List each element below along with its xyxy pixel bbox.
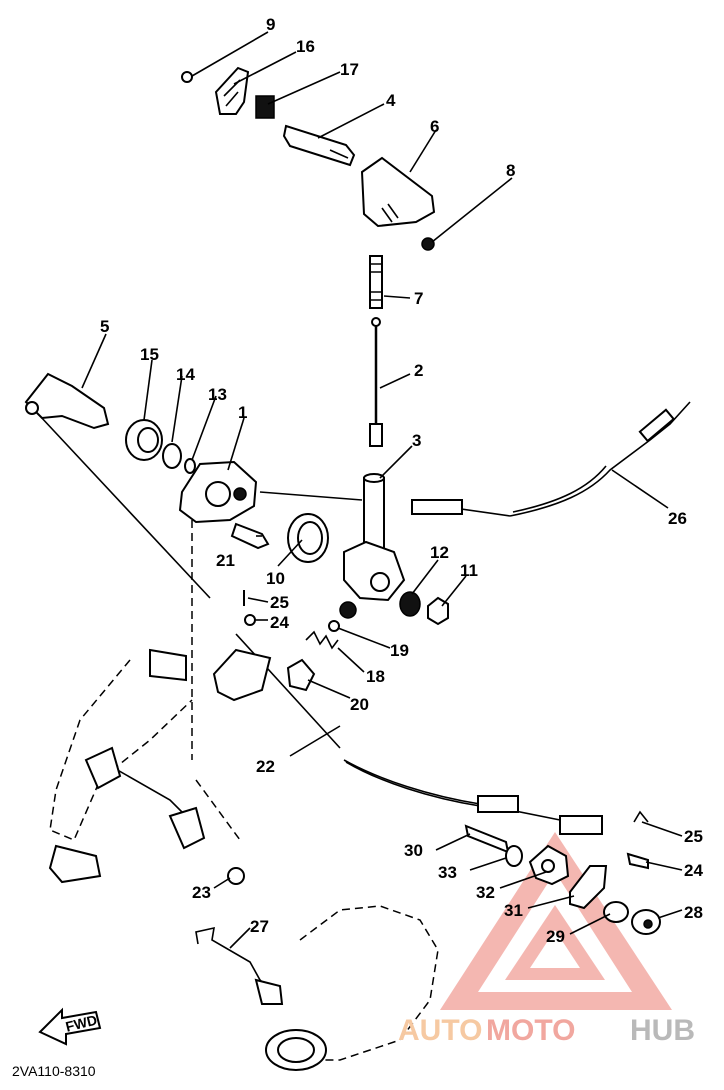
callout-16: 16 [296,37,315,56]
callout-32: 32 [476,883,495,902]
fwd-label: FWD [64,1012,99,1035]
part-28-cap [631,909,661,935]
part-13-oring [184,458,196,474]
cable-to-lever [343,759,603,835]
leader-lines [81,31,683,949]
part-2-rod [369,317,383,447]
part-22-rod [212,633,341,749]
footrest-bracket [39,415,241,884]
callout-19: 19 [390,641,409,660]
callout-21: 21 [216,551,235,570]
part-33-washer [505,845,523,867]
callout-1: 1 [238,403,247,422]
part-21-bolt [230,522,270,550]
callout-3: 3 [412,431,421,450]
callout-29: 29 [546,927,565,946]
callout-10: 10 [266,569,285,588]
part-3-lever [339,473,406,619]
part-24-pin-right [626,852,649,870]
callout-33: 33 [438,863,457,882]
callout-17: 17 [340,60,359,79]
part-1-housing [178,460,258,524]
watermark-part-2: MOTO [486,1014,575,1047]
watermark-part-1: AUTO [398,1014,482,1047]
callout-28: 28 [684,903,703,922]
part-29-collar [603,901,629,923]
callout-26: 26 [668,509,687,528]
part-10-gasket [287,513,329,563]
part-8-bolt [421,237,435,251]
part-5-shaft [24,372,110,430]
callout-2: 2 [414,361,423,380]
part-31-arm [569,865,608,910]
callout-15: 15 [140,345,159,364]
callout-4: 4 [386,91,396,110]
callout-23: 23 [192,883,211,902]
part-26-cable [411,401,691,517]
callout-13: 13 [208,385,227,404]
callout-24-right: 24 [684,861,703,880]
callout-25-right: 25 [684,827,703,846]
watermark-triangle [440,832,672,1010]
watermark-part-3: HUB [630,1014,695,1047]
part-20-cap [286,658,316,692]
part-12-washer [399,591,421,617]
callout-25-left: 25 [270,593,289,612]
callout-14: 14 [176,365,195,384]
watermark-logo: AUTO MOTO HUB [398,1014,695,1047]
part-24-pin-left [244,614,256,626]
part-6-cover [360,156,436,228]
part-15-seal [125,419,163,461]
part-9-screw [181,71,193,83]
part-25-pin-right [633,810,649,823]
callout-22: 22 [256,757,275,776]
callout-18: 18 [366,667,385,686]
callout-12: 12 [430,543,449,562]
part-23-bolt [227,867,245,885]
callout-27: 27 [250,917,269,936]
part-7-stud [369,255,383,309]
engine-case-outline [265,905,439,1071]
callout-7: 7 [414,289,423,308]
callout-24-left: 24 [270,613,289,632]
callout-5: 5 [100,317,109,336]
callout-labels: 9 16 17 4 6 8 7 2 3 5 15 14 13 1 26 12 1… [100,15,703,946]
part-14-washer [162,443,182,469]
diagram-code: 2VA110-8310 [12,1063,96,1079]
callout-31: 31 [504,901,523,920]
part-4-rubber [282,124,356,167]
callout-20: 20 [350,695,369,714]
part-17-clip [255,95,275,119]
part-19-ball [328,620,340,632]
callout-9: 9 [266,15,275,34]
callout-6: 6 [430,117,439,136]
part-30-bolt [464,824,510,854]
part-16-bracket [214,66,250,115]
callout-30: 30 [404,841,423,860]
fwd-arrow-icon: FWD [38,1007,102,1046]
callout-11: 11 [460,561,478,580]
part-18-spring [305,630,339,650]
part-27-wire [195,926,284,1005]
callout-8: 8 [506,161,515,180]
